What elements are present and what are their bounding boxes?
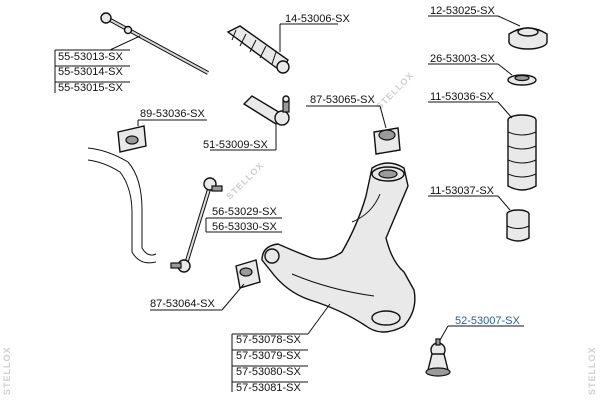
label-14-53006: 14-53006-SX [285, 13, 350, 25]
bump-stop-icon [506, 209, 530, 242]
steering-boot-icon [226, 25, 290, 74]
label-87-53064: 87-53064-SX [150, 298, 215, 310]
watermark-right: STELLOX [587, 346, 597, 395]
rear-arm-bushing-icon [373, 127, 401, 155]
label-11-53037: 11-53037-SX [430, 185, 495, 197]
label-57-53078: 57-53078-SX [236, 334, 301, 346]
watermark-upper: STELLOX [374, 70, 415, 111]
label-51-53009: 51-53009-SX [203, 139, 268, 151]
label-12-53025: 12-53025-SX [430, 5, 495, 17]
stabilizer-link-icon [170, 177, 223, 273]
stabilizer-bar-icon [87, 147, 157, 264]
watermark-left: STELLOX [2, 346, 12, 395]
axial-tie-rod-icon [100, 12, 209, 75]
strut-bearing-icon [507, 74, 537, 86]
label-26-53003: 26-53003-SX [430, 53, 495, 65]
control-arm-icon [261, 162, 416, 333]
stabilizer-bushing-icon [117, 125, 147, 153]
dust-boot-icon [507, 114, 537, 191]
label-57-53080: 57-53080-SX [236, 366, 301, 378]
label-87-53065: 87-53065-SX [310, 94, 375, 106]
label-57-53079: 57-53079-SX [236, 350, 301, 362]
label-11-53036: 11-53036-SX [430, 91, 495, 103]
label-55-53014: 55-53014-SX [58, 66, 123, 78]
label-55-53013: 55-53013-SX [58, 51, 123, 63]
watermark-center: STELLOX [224, 160, 265, 201]
label-52-53007: 52-53007-SX [455, 315, 520, 327]
label-56-53029: 56-53029-SX [212, 206, 277, 218]
label-55-53015: 55-53015-SX [58, 82, 123, 94]
tie-rod-axial-labels: 55-53013-SX 55-53014-SX 55-53015-SX [54, 35, 141, 94]
label-57-53081: 57-53081-SX [236, 382, 301, 394]
front-arm-bushing-icon [235, 259, 261, 289]
label-89-53036: 89-53036-SX [140, 108, 205, 120]
label-56-53030: 56-53030-SX [212, 221, 277, 233]
strut-mount-icon [508, 27, 548, 50]
ball-joint-icon [425, 338, 451, 377]
tie-rod-end-icon [242, 95, 290, 126]
